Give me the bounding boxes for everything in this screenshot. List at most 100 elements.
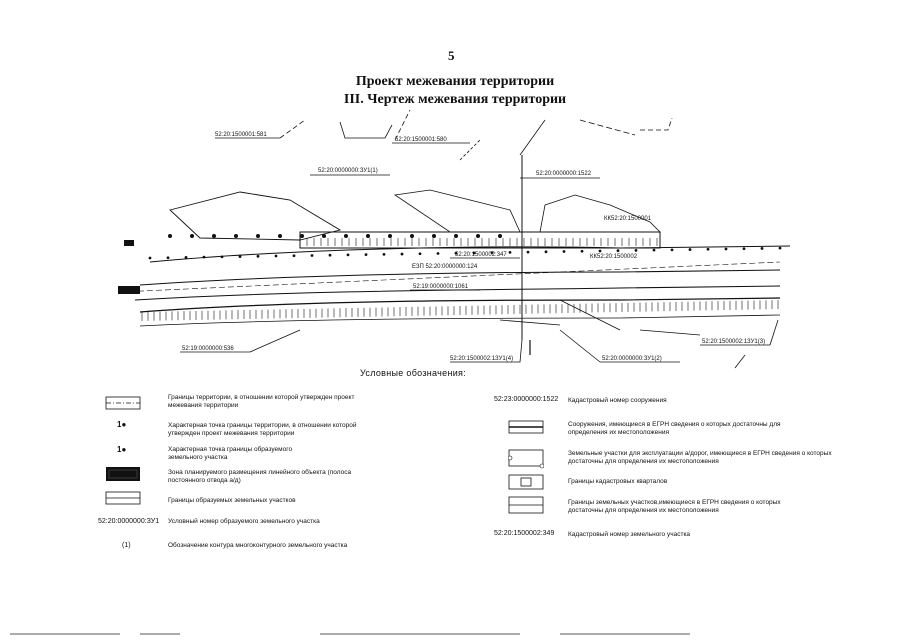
boundary-point bbox=[418, 252, 422, 256]
boundary-point bbox=[670, 248, 674, 252]
map-label: 52:20:1500001:580 bbox=[395, 137, 447, 143]
boundary-point bbox=[364, 253, 368, 257]
parcel-point bbox=[344, 234, 348, 238]
boundary-point bbox=[184, 256, 188, 259]
parcel-point bbox=[256, 234, 260, 238]
scan-edge bbox=[10, 633, 690, 635]
boundary-point bbox=[688, 248, 692, 251]
page-number: 5 bbox=[448, 48, 455, 63]
map-label: 52:20:1500002:1ЗУ1(4) bbox=[450, 356, 513, 362]
drawing-title: Проект межевания территории bbox=[355, 74, 555, 89]
parcel-point bbox=[454, 234, 458, 238]
legend-code: 52:20:0000000:ЗУ1 bbox=[98, 518, 160, 525]
map-label: КК52:20:1500001 bbox=[604, 216, 652, 222]
parcel-point bbox=[190, 234, 194, 238]
egrn-parcel-symbol bbox=[508, 496, 544, 514]
boundary-point bbox=[274, 254, 278, 258]
parcel-boundary-symbol bbox=[105, 491, 141, 505]
parcel-point bbox=[410, 234, 414, 238]
map-label: 52:20:0000000:1522 bbox=[536, 171, 592, 177]
map-label: 52:20:1500002:347 bbox=[455, 252, 507, 258]
boundary-point bbox=[634, 249, 638, 252]
boundary-point bbox=[742, 247, 746, 251]
characteristic-point-icon: 1● bbox=[117, 420, 127, 429]
parcel-point bbox=[432, 234, 436, 238]
legend-heading: Условные обозначения: bbox=[360, 368, 467, 378]
legend-text: Характерная точка границы образуемого зе… bbox=[168, 446, 293, 461]
legend-text: Границы образуемых земельных участков bbox=[168, 497, 296, 504]
parcel-point bbox=[300, 234, 304, 238]
legend-text: Зона планируемого размещения линейного о… bbox=[168, 469, 352, 484]
boundary-point bbox=[400, 252, 404, 256]
parcel-point bbox=[322, 234, 326, 238]
boundary-point bbox=[310, 254, 314, 257]
structure-symbol bbox=[508, 420, 544, 434]
boundary-point bbox=[562, 250, 566, 253]
map-label: 52:20:0000000:ЗУ1(1) bbox=[318, 168, 378, 174]
parcel-point bbox=[234, 234, 238, 238]
map-label: КК52:20:1500002 bbox=[590, 254, 638, 260]
legend-text: Земельные участки для эксплуатации а/дор… bbox=[568, 450, 832, 465]
boundary-point bbox=[436, 252, 440, 255]
boundary-point bbox=[202, 255, 206, 259]
parcel-point bbox=[168, 234, 172, 238]
boundary-point bbox=[256, 254, 260, 258]
parcel-point bbox=[212, 234, 216, 238]
legend-code: 52:23:0000000:1522 bbox=[494, 396, 559, 403]
parcel-point bbox=[278, 234, 282, 238]
legend-text: Обозначение контура многоконтурного земе… bbox=[168, 542, 348, 549]
characteristic-point-icon: 1● bbox=[117, 445, 127, 454]
drawing-subtitle: III. Чертеж межевания территории bbox=[343, 92, 567, 107]
legend-text: Сооружения, имеющиеся в ЕГРН сведения о … bbox=[568, 421, 781, 436]
boundary-point bbox=[778, 246, 782, 250]
boundary-point bbox=[346, 253, 350, 257]
parcel-point bbox=[366, 234, 370, 238]
map-label: 52:20:1500002:1ЗУ1(3) bbox=[702, 339, 765, 345]
boundary-point bbox=[454, 251, 458, 255]
legend-text: Условный номер образуемого земельного уч… bbox=[168, 518, 320, 525]
boundary-point bbox=[238, 255, 242, 258]
road-edge-center bbox=[139, 269, 781, 286]
parcel-point bbox=[388, 234, 392, 238]
legend-text: Границы территории, в отношении которой … bbox=[168, 394, 355, 409]
boundary-point bbox=[328, 253, 332, 257]
boundary-point bbox=[616, 249, 620, 253]
map-label: 52:20:1500001:581 bbox=[215, 132, 267, 138]
boundary-point bbox=[706, 247, 710, 251]
road-edge-lower bbox=[134, 285, 781, 301]
legend-text: Кадастровый номер сооружения bbox=[568, 397, 667, 404]
boundary-point bbox=[526, 250, 530, 254]
boundary-point bbox=[490, 251, 494, 255]
boundary-point bbox=[724, 247, 728, 251]
boundary-point bbox=[760, 247, 764, 250]
legend-text: Границы кадастровых кварталов bbox=[568, 478, 668, 485]
boundary-point bbox=[508, 250, 512, 254]
boundary-point bbox=[652, 248, 656, 252]
boundary-point bbox=[598, 249, 602, 253]
quarter-boundary-symbol bbox=[508, 474, 544, 490]
boundary-point bbox=[544, 250, 548, 254]
boundary-point bbox=[382, 252, 386, 256]
boundary-point bbox=[220, 255, 224, 259]
legend-text: Границы земельных участков,имеющиеся в Е… bbox=[568, 499, 781, 514]
parcel-point bbox=[498, 234, 502, 238]
boundary-point bbox=[472, 251, 476, 255]
map-label: 52:19:0000000:1061 bbox=[413, 284, 469, 290]
legend-code: (1) bbox=[122, 542, 131, 549]
boundary-point bbox=[148, 256, 152, 260]
boundary-point bbox=[166, 256, 170, 260]
territory-boundary-symbol bbox=[105, 396, 141, 410]
parcel-outline bbox=[169, 191, 342, 241]
road-parcel-symbol bbox=[508, 449, 544, 469]
zone-segment bbox=[118, 286, 140, 294]
boundary-point bbox=[580, 249, 584, 253]
legend-text: Характерная точка границы территории, в … bbox=[168, 422, 357, 437]
map-label: ЕЗП 52:20:0000000:124 bbox=[412, 264, 478, 270]
boundary-point bbox=[292, 254, 296, 258]
parcel-point bbox=[476, 234, 480, 238]
zone-linear-object-symbol bbox=[106, 467, 140, 481]
map-label: 52:19:0000000:536 bbox=[182, 346, 234, 352]
map-label: 52:20:0000000:ЗУ1(2) bbox=[602, 356, 662, 362]
legend-text: Кадастровый номер земельного участка bbox=[568, 531, 691, 538]
legend-code: 52:20:1500002:349 bbox=[494, 530, 555, 537]
